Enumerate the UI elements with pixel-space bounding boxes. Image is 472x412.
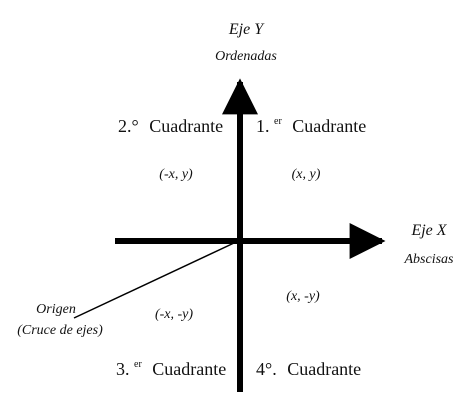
quadrant-1-text: Cuadrante: [292, 116, 366, 136]
quadrant-4-label: 4°. Cuadrante: [256, 359, 361, 379]
y-axis-subtitle: Ordenadas: [215, 49, 277, 64]
quadrant-3-superscript: er: [134, 359, 142, 370]
quadrant-1-superscript: er: [274, 116, 282, 127]
quadrant-1-number: 1.: [256, 116, 270, 136]
quadrant-3-label: 3. er Cuadrante: [116, 351, 226, 379]
quadrant-2-text: Cuadrante: [149, 116, 223, 136]
y-axis-title: Eje Y: [228, 21, 265, 38]
origin-sublabel: (Cruce de ejes): [17, 323, 103, 338]
quadrant-3-text: Cuadrante: [152, 359, 226, 379]
quadrant-1-label: 1. er Cuadrante: [256, 108, 366, 136]
quadrant-2-label: 2.° Cuadrante: [118, 116, 223, 136]
origin-pointer-line: [73, 242, 235, 319]
quadrant-2-coords: (-x, y): [159, 167, 193, 182]
quadrant-1-coords: (x, y): [292, 167, 321, 182]
quadrant-2-number: 2.°: [118, 116, 139, 136]
x-axis-subtitle: Abscisas: [404, 252, 455, 267]
x-axis-title: Eje X: [410, 222, 447, 239]
quadrant-4-coords: (x, -y): [286, 289, 320, 304]
quadrant-4-text: Cuadrante: [287, 359, 361, 379]
quadrant-3-number: 3.: [116, 359, 130, 379]
quadrant-3-coords: (-x, -y): [155, 307, 193, 322]
origin-label: Origen: [36, 302, 76, 317]
quadrant-4-number: 4°.: [256, 359, 277, 379]
